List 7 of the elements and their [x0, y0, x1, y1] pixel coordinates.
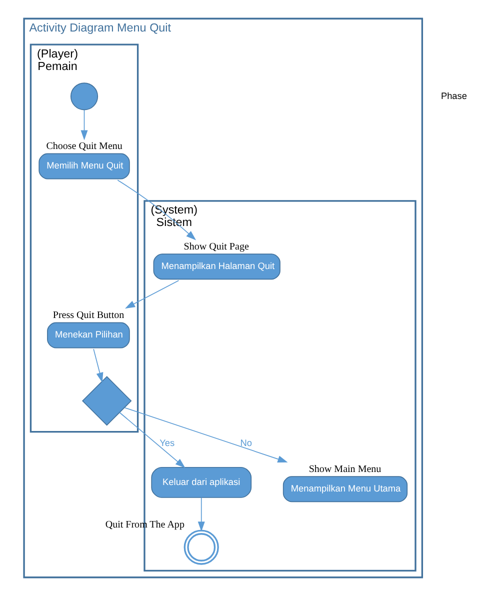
edge-label: Yes [160, 438, 175, 448]
node-label: Press Quit Button [52, 310, 124, 322]
node-label: Show Main Menu [308, 464, 382, 476]
node-label: Show Quit Page [184, 242, 249, 253]
edge-label: No [240, 438, 252, 448]
node-label: Choose Quit Menu [46, 141, 122, 152]
label: Phase [440, 90, 468, 101]
